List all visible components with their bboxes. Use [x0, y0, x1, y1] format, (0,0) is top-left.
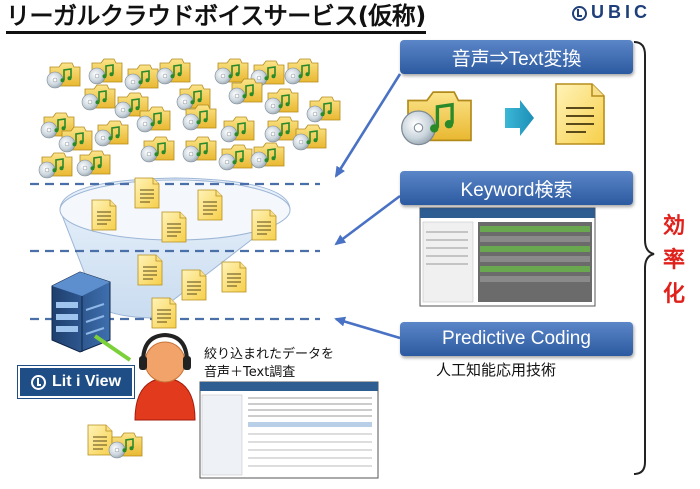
step-speech-to-text: 音声⇒Text変換 [400, 40, 633, 74]
product-badge: Lit i View [17, 365, 135, 399]
right-brace [633, 41, 655, 475]
document-icon [251, 209, 277, 241]
document-icon [134, 177, 160, 209]
arrow-to-stage-3 [334, 316, 401, 340]
audio-files-cluster [38, 58, 341, 179]
logo-text: UBIC [591, 2, 651, 22]
music-folder-icon [182, 104, 217, 131]
text-output-icon [555, 83, 605, 145]
efficiency-label: 効 率 化 [660, 210, 688, 312]
document-icon [221, 261, 247, 293]
right-arrow-icon [505, 100, 534, 136]
predictive-coding-subtitle: 人工知能応用技術 [436, 361, 557, 379]
efficiency-char-2: 率 [662, 248, 685, 273]
efficiency-char-3: 化 [662, 282, 685, 307]
music-folder-icon [124, 64, 159, 91]
music-folder-icon [218, 144, 253, 171]
music-folder-icon [306, 96, 341, 123]
page-title: リーガルクラウドボイスサービス(仮称) [6, 1, 426, 34]
logo-mark-icon [572, 6, 587, 21]
step-keyword-search: Keyword検索 [400, 171, 633, 205]
music-folder-icon [182, 136, 217, 163]
product-logo-icon [30, 374, 46, 390]
company-logo: UBIC [572, 2, 651, 23]
document-icon [87, 424, 113, 456]
music-folder-icon [284, 58, 319, 85]
music-folder-icon [108, 432, 143, 459]
music-folder-icon [46, 62, 81, 89]
efficiency-char-1: 効 [662, 214, 685, 239]
music-folder-icon [140, 136, 175, 163]
document-icon [137, 254, 163, 286]
music-folder-icon [58, 126, 93, 153]
music-folder-icon [264, 116, 299, 143]
arrow-to-stage-2 [334, 194, 401, 246]
document-icon [197, 189, 223, 221]
document-icon [161, 211, 187, 243]
music-folder-icon [88, 58, 123, 85]
document-icon [151, 297, 177, 329]
music-folder-icon [94, 120, 129, 147]
music-folder-icon [250, 142, 285, 169]
arrow-to-stage-1 [334, 73, 402, 178]
product-name: Lit i View [51, 373, 122, 390]
step-predictive-coding: Predictive Coding [400, 322, 633, 356]
music-folder-icon [76, 150, 111, 177]
music-folder-icon [156, 58, 191, 85]
document-icon [181, 269, 207, 301]
document-icon [91, 199, 117, 231]
review-screenshot [199, 381, 379, 479]
reviewer-caption-line2: 音声＋Text調査 [204, 365, 296, 380]
music-folder-icon [136, 106, 171, 133]
headphone-person-icon [134, 332, 196, 421]
keyword-search-screenshot [419, 207, 596, 307]
reviewer-caption-line1: 絞り込まれたデータを [204, 347, 335, 362]
music-folder-icon [228, 78, 263, 105]
music-folder-icon [38, 152, 73, 179]
server-icon [51, 271, 132, 362]
music-folder-icon [264, 88, 299, 115]
audio-source-icon [400, 90, 473, 147]
music-folder-icon [81, 84, 116, 111]
music-folder-icon [220, 116, 255, 143]
music-folder-icon [292, 124, 327, 151]
